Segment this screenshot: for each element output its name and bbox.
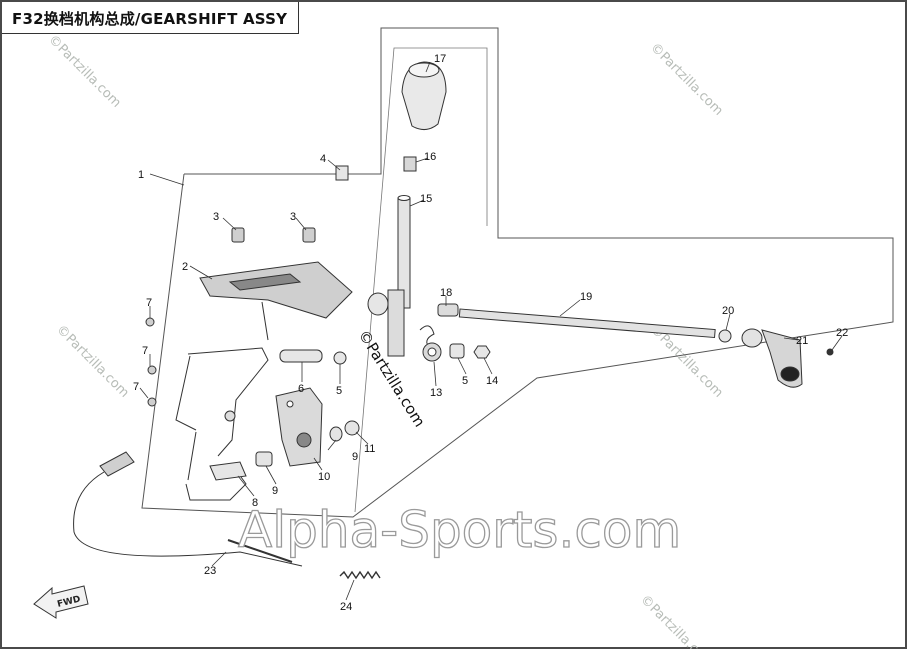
mount-plate bbox=[275, 387, 323, 467]
shift-rod bbox=[437, 303, 732, 343]
callout-9: 9 bbox=[352, 451, 358, 463]
callout-5: 5 bbox=[462, 375, 468, 387]
knob-nut bbox=[403, 156, 417, 172]
bolt-7 bbox=[145, 317, 157, 407]
callout-24: 24 bbox=[340, 601, 352, 613]
pivot-pin bbox=[279, 349, 347, 365]
callout-11: 11 bbox=[364, 443, 375, 455]
bushing-right bbox=[449, 343, 491, 359]
callout-1: 1 bbox=[138, 169, 144, 181]
shift-knob bbox=[401, 61, 447, 130]
lever-frame bbox=[175, 347, 269, 501]
callout-2: 2 bbox=[182, 261, 188, 273]
shift-cable bbox=[73, 451, 303, 567]
callout-8: 8 bbox=[252, 497, 258, 509]
callout-10: 10 bbox=[318, 471, 330, 483]
callout-3: 3 bbox=[290, 211, 296, 223]
callout-15: 15 bbox=[420, 193, 432, 205]
cover-bracket bbox=[199, 261, 353, 341]
callout-7: 7 bbox=[142, 345, 148, 357]
watermark-partzilla: ©Partzilla.com bbox=[53, 322, 132, 401]
assembly-outline bbox=[141, 27, 894, 518]
callout-5: 5 bbox=[336, 385, 342, 397]
callout-14: 14 bbox=[486, 375, 498, 387]
callout-4: 4 bbox=[320, 153, 326, 165]
shift-lever bbox=[367, 195, 411, 357]
watermark-partzilla: ©Partzilla.com bbox=[637, 592, 716, 649]
callout-7: 7 bbox=[146, 297, 152, 309]
site-watermark: Alpha-Sports.com bbox=[238, 501, 681, 559]
callout-17: 17 bbox=[434, 53, 446, 65]
washers bbox=[255, 420, 360, 467]
callout-20: 20 bbox=[722, 305, 734, 317]
cable-spring bbox=[339, 570, 381, 580]
page-title: F32换档机构总成/GEARSHIFT ASSY bbox=[12, 10, 288, 28]
title-box: F32换档机构总成/GEARSHIFT ASSY bbox=[2, 2, 299, 34]
callout-3: 3 bbox=[213, 211, 219, 223]
fwd-arrow: FWD bbox=[33, 585, 89, 619]
watermark-partzilla: ©Partzilla.com bbox=[647, 40, 726, 119]
callout-23: 23 bbox=[204, 565, 216, 577]
callout-18: 18 bbox=[440, 287, 452, 299]
watermark-partzilla: ©Partzilla.com bbox=[45, 32, 124, 111]
inner-outline bbox=[354, 47, 488, 513]
spring-gear bbox=[419, 325, 442, 362]
callout-19: 19 bbox=[580, 291, 592, 303]
callout-21: 21 bbox=[796, 335, 808, 347]
leader-lines bbox=[139, 61, 843, 601]
shift-arm bbox=[741, 328, 834, 388]
callout-labels: 1 2 3 3 4 5 5 6 7 7 7 8 9 9 10 11 13 14 … bbox=[133, 53, 848, 613]
bolt-3 bbox=[231, 227, 316, 243]
callout-13: 13 bbox=[430, 387, 442, 399]
callout-16: 16 bbox=[424, 151, 436, 163]
callout-22: 22 bbox=[836, 327, 848, 339]
callout-7: 7 bbox=[133, 381, 139, 393]
callout-9: 9 bbox=[272, 485, 278, 497]
callout-6: 6 bbox=[298, 383, 304, 395]
